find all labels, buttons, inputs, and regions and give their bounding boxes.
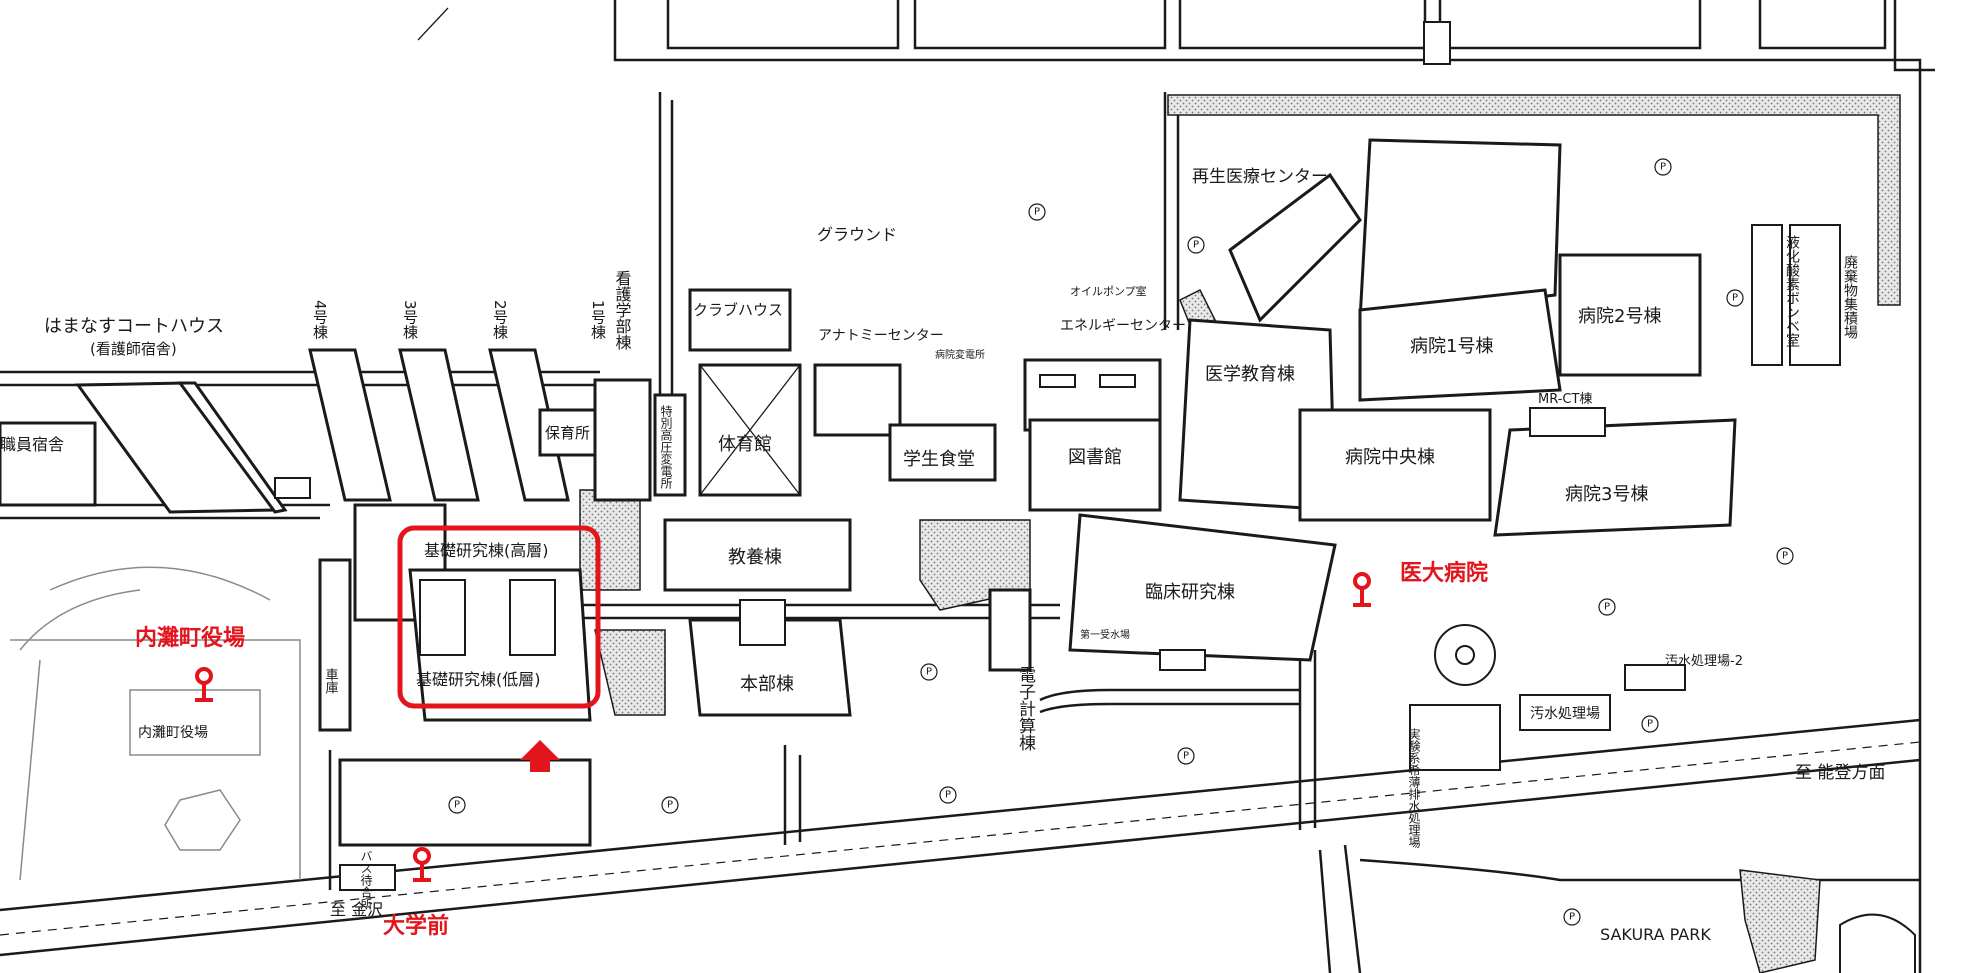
svg-text:P: P [945,790,951,801]
marker-town-hall-label: 内灘町役場 [135,625,245,651]
label-student-cafeteria: 学生食堂 [903,449,975,470]
label-hospital2: 病院2号棟 [1578,306,1661,327]
label-basic-low: 基礎研究棟(低層) [416,670,541,689]
parking-icon: P [661,796,679,814]
label-liquid-oxygen: 液化酸素ボンベ室 [1784,235,1800,347]
label-hamanasu: はまなすコートハウス [44,316,224,337]
label-nursery: 保育所 [545,424,590,442]
entrance-arrow-icon [520,740,560,772]
label-library: 図書館 [1068,447,1122,468]
label-waste: 廃棄物集積場 [1842,254,1858,339]
label-b2: 2号棟 [491,300,509,340]
svg-text:P: P [1660,162,1666,173]
parking-icon: P [1177,747,1195,765]
label-hospital-central: 病院中央棟 [1345,447,1435,468]
svg-text:P: P [667,800,673,811]
marker-univ-mae-label: 大学前 [383,913,449,939]
parking-icon: P [448,796,466,814]
label-basic-high: 基礎研究棟(高層) [424,541,549,560]
label-town-hall-bldg: 内灘町役場 [138,725,208,741]
label-to-noto: 至 能登方面 [1795,763,1885,783]
label-b3: 3号棟 [401,300,419,340]
parking-icon: P [1654,158,1672,176]
label-garage: 車庫 [323,668,339,694]
north-arrow-icon [417,7,449,41]
svg-text:P: P [1604,602,1610,613]
parking-icon: P [1641,715,1659,733]
label-b1: 1号棟 [589,300,607,340]
highlight-box [397,525,601,709]
label-lab-waste: 実験系希薄排水処理場 [1407,727,1421,849]
label-anatomy: アナトミーセンター [818,328,944,344]
label-clinical: 臨床研究棟 [1145,582,1235,603]
label-sewage2: 汚水処理場-2 [1665,654,1743,669]
parking-icon: P [939,786,957,804]
svg-text:P: P [1569,912,1575,923]
buildings [0,138,1916,973]
svg-text:P: P [1647,719,1653,730]
svg-text:P: P [926,667,932,678]
label-mr-ct: MR-CT棟 [1538,392,1592,407]
marker-univ-mae[interactable]: 大学前 [383,847,449,939]
parking-icon: P [1563,908,1581,926]
svg-text:P: P [1034,207,1040,218]
label-gym: 体育館 [718,434,772,455]
label-nursing: 看護学部棟 [613,270,632,350]
svg-text:P: P [1183,751,1189,762]
svg-text:P: P [1782,551,1788,562]
label-water1: 第一受水場 [1080,628,1130,641]
parking-icon: P [1598,598,1616,616]
marker-hospital-label: 医大病院 [1400,560,1488,586]
parking-icon: P [1726,289,1744,307]
label-energy: エネルギーセンター [1060,318,1186,334]
label-ground: グラウンド [817,225,897,244]
label-hospital-substation: 病院変電所 [935,348,985,361]
label-regen: 再生医療センター [1192,167,1328,187]
label-sewage: 汚水処理場 [1530,706,1600,722]
label-hospital1: 病院1号棟 [1410,336,1493,357]
parking-icons: P P P P P P P P P P P P P [448,158,1794,926]
bus-stop-pin-icon [195,667,213,702]
label-hospital3: 病院3号棟 [1565,484,1648,505]
label-med-edu: 医学教育棟 [1205,364,1295,385]
marker-hospital[interactable]: 医大病院 [1353,560,1488,607]
label-hamanasu-sub: (看護師宿舎) [90,340,177,358]
labels: はまなすコートハウス (看護師宿舎) 職員宿舎 4号棟 3号棟 2号棟 1号棟 … [0,167,1885,944]
label-club-house: クラブハウス [693,301,783,319]
label-staff-dorm: 職員宿舎 [0,435,64,454]
label-computer: 電子計算棟 [1015,666,1036,751]
label-substation-hv: 特別高圧変電所 [659,404,673,489]
label-oil-pump: オイルポンプ室 [1070,284,1147,298]
label-to-kanazawa: 至 金沢 [330,900,383,919]
parking-icon: P [1187,236,1205,254]
bus-stop-pin-icon [1353,572,1371,607]
svg-text:P: P [1732,293,1738,304]
label-main-bldg: 本部棟 [740,674,794,695]
bus-stop-pin-icon [413,847,431,882]
label-bus-stop: バス待合所 [359,850,373,910]
svg-text:P: P [1193,240,1199,251]
label-sakura-park: SAKURA PARK [1600,925,1711,944]
label-b4: 4号棟 [311,300,329,340]
parking-icon: P [1776,547,1794,565]
label-liberal-arts: 教養棟 [728,547,782,568]
parking-icon: P [920,663,938,681]
marker-town-hall[interactable]: 内灘町役場 [135,625,245,702]
svg-text:P: P [454,800,460,811]
parking-icon: P [1028,203,1046,221]
